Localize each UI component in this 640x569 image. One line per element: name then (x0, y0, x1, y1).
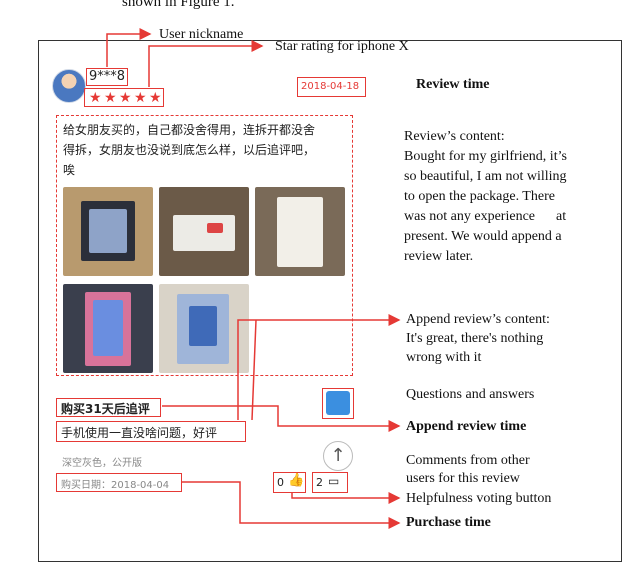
append-time-box (56, 398, 161, 417)
annotation-review-content-line: to open the package. There (404, 189, 555, 204)
annotation-append-content-line: It's great, there's nothing (406, 331, 544, 346)
review-photo[interactable] (255, 187, 345, 276)
annotation-review-content-line: was not any experience at (404, 209, 567, 224)
star-icon: ★ (89, 90, 102, 106)
review-date-box (297, 77, 366, 97)
thumbs-up-icon[interactable]: 👍 (288, 473, 305, 488)
nickname-box (86, 68, 128, 86)
annotation-review-time: Review time (416, 77, 490, 92)
figure-caption-fragment: shown in Figure 1. (122, 0, 235, 10)
purchase-date-box (56, 473, 182, 492)
append-time-label: 购买31天后追评 (61, 402, 150, 416)
append-content-box (56, 421, 246, 442)
star-icon: ★ (134, 90, 147, 106)
review-text-line: 得拆，女朋友也没说到底怎么样，以后追评吧， (63, 143, 316, 157)
review-photo[interactable] (63, 187, 153, 276)
star-rating-box (84, 88, 164, 107)
review-content-box (56, 115, 353, 376)
review-text-line: 唉 (63, 163, 76, 177)
star-icon: ★ (104, 90, 117, 106)
user-nickname: 9***8 (89, 69, 126, 84)
comment-icon[interactable]: ▭ (328, 474, 340, 488)
annotation-append-time: Append review time (406, 419, 527, 434)
star-icon: ★ (149, 90, 162, 106)
annotation-review-content-line: so beautiful, I am not willing (404, 169, 567, 184)
annotation-review-content-line: Bought for my girlfriend, it’s (404, 149, 567, 164)
annotation-review-content-line: review later. (404, 249, 474, 264)
helpful-vote-box (273, 472, 306, 493)
annotation-star-rating: Star rating for iphone X (275, 39, 409, 54)
star-rating: ★ ★ ★ ★ ★ (86, 90, 164, 106)
review-photo[interactable] (159, 187, 249, 276)
annotation-comments-line: users for this review (406, 471, 520, 486)
annotation-helpfulness: Helpfulness voting button (406, 491, 552, 506)
annotation-user-nickname: User nickname (159, 27, 244, 42)
review-photo[interactable] (63, 284, 153, 373)
comments-count[interactable]: 2 (316, 476, 323, 489)
qa-icon-box (322, 388, 354, 419)
annotation-review-content-title: Review’s content: (404, 129, 505, 144)
qa-icon[interactable] (326, 391, 350, 415)
annotation-review-content-line: present. We would append a (404, 229, 562, 244)
star-icon: ★ (119, 90, 132, 106)
annotation-questions-answers: Questions and answers (406, 387, 535, 402)
review-date: 2018-04-18 (301, 81, 360, 92)
annotation-append-content-title: Append review’s content: (406, 312, 550, 327)
figure-frame (38, 40, 622, 562)
append-content-text: 手机使用一直没啥问题，好评 (61, 426, 218, 440)
product-spec: 深空灰色，公开版 (62, 458, 142, 469)
scroll-to-top-icon[interactable]: ↑ (323, 441, 353, 471)
annotation-purchase-time: Purchase time (406, 515, 491, 530)
helpful-count[interactable]: 0 (277, 476, 284, 489)
review-photo[interactable] (159, 284, 249, 373)
user-avatar (52, 69, 86, 103)
review-text-line: 给女朋友买的，自己都没舍得用，连拆开都没舍 (63, 123, 316, 137)
annotation-comments-line: Comments from other (406, 453, 530, 468)
purchase-date: 购买日期：2018-04-04 (61, 480, 170, 491)
comments-box (312, 472, 348, 493)
annotation-append-content-line: wrong with it (406, 350, 482, 365)
